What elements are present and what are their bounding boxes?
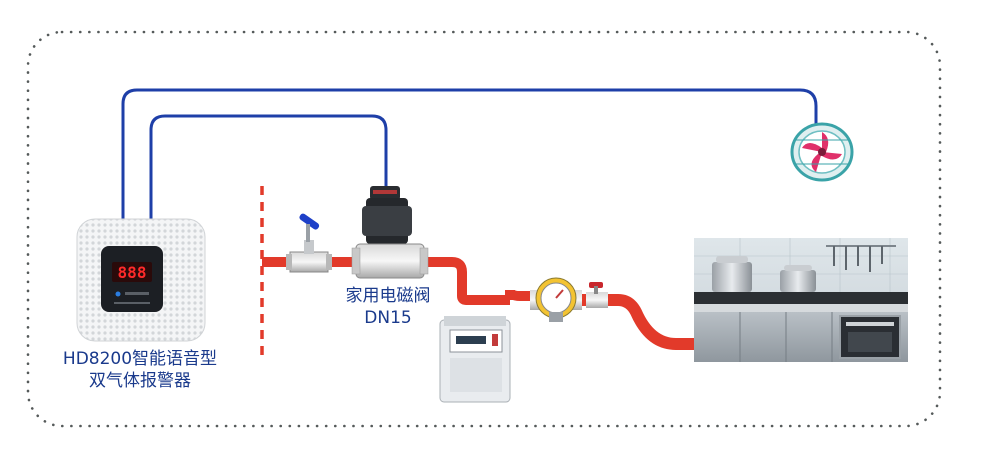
outlet-valve-icon: [586, 282, 608, 308]
valve-label: 家用电磁阀 DN15: [328, 285, 448, 329]
alarm-label: HD8200智能语音型 双气体报警器: [42, 348, 238, 392]
exhaust-fan-icon: [790, 122, 854, 182]
gas-pipe-rise: [505, 289, 538, 301]
solenoid-valve-icon: [351, 186, 429, 279]
alarm-label-line1: HD8200智能语音型: [62, 349, 218, 369]
gas-meter-icon: [439, 316, 511, 403]
gas-alarm-icon: 888: [76, 218, 206, 342]
ball-valve-icon: [286, 213, 332, 273]
kitchen-icon: [694, 238, 908, 362]
pressure-regulator-icon: [530, 277, 582, 322]
valve-label-line2: DN15: [364, 308, 412, 328]
gas-pipe: [262, 257, 510, 305]
alarm-label-line2: 双气体报警器: [89, 371, 191, 391]
valve-signal-wire: [149, 114, 388, 222]
valve-label-line1: 家用电磁阀: [345, 286, 431, 306]
fan-signal-wire: [121, 88, 818, 222]
alarm-display: 888: [118, 263, 147, 282]
gas-pipe-to-kitchen: [574, 294, 700, 350]
